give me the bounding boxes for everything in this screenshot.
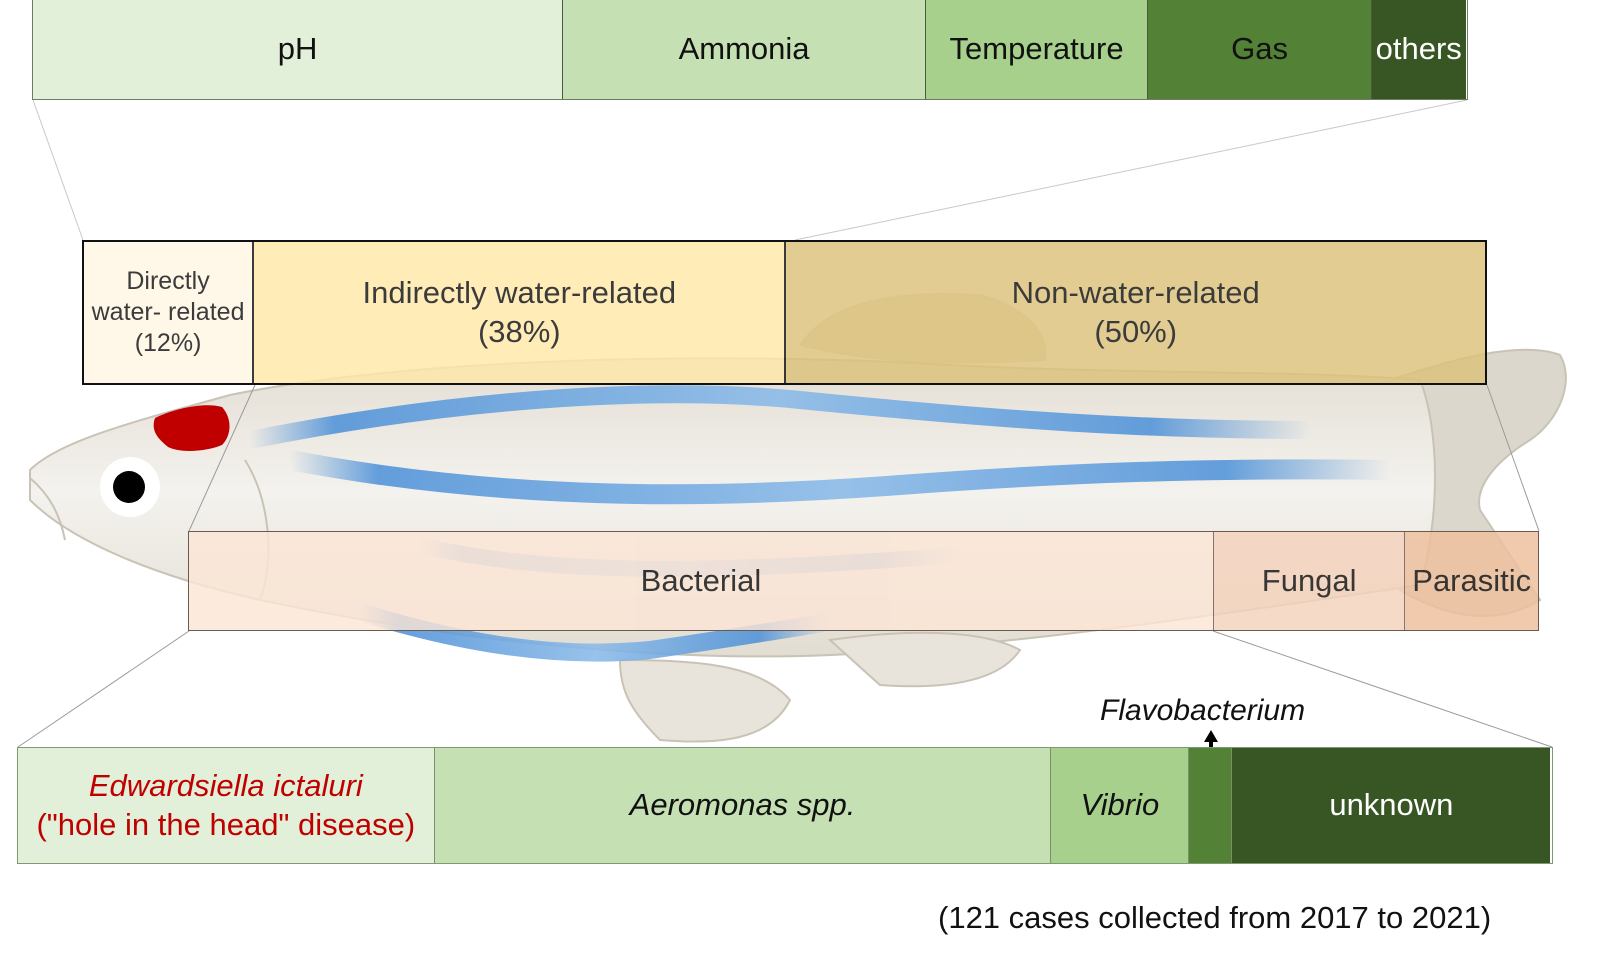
stripe-middle (280, 450, 1400, 505)
case-count-footnote: (121 cases collected from 2017 to 2021) (938, 900, 1492, 935)
head-lesion-icon (153, 405, 230, 451)
pelvic-fin (827, 631, 1022, 688)
segment-others: others (1370, 0, 1466, 99)
segment-ammonia: Ammonia (562, 0, 925, 99)
flavobacterium-callout-label: Flavobacterium (1100, 694, 1306, 727)
segment-bacterial: Bacterial (189, 532, 1213, 630)
water-parameters-bar: pH Ammonia Temperature Gas others (32, 0, 1468, 100)
stripe-lower (351, 603, 839, 662)
segment-aeromonas: Aeromonas spp. (433, 748, 1051, 863)
anal-fin (618, 658, 792, 743)
segment-parasitic: Parasitic (1404, 532, 1538, 630)
stripe-upper (241, 385, 1319, 449)
segment-flavobacterium (1188, 748, 1232, 863)
segment-non-water-related: Non-water-related (50%) (784, 242, 1485, 383)
main-category-bar: Directly water- related (12%) Indirectly… (82, 240, 1487, 385)
segment-ph: pH (33, 0, 563, 99)
segment-temperature: Temperature (924, 0, 1148, 99)
segment-directly-water-related: Directly water- related (12%) (84, 242, 253, 383)
segment-indirectly-water-related: Indirectly water-related (38%) (252, 242, 785, 383)
disease-type-bar: Bacterial Fungal Parasitic (188, 531, 1539, 631)
segment-gas: Gas (1147, 0, 1371, 99)
segment-edwardsiella-ictaluri: Edwardsiella ictaluri ("hole in the head… (18, 748, 434, 863)
bacterial-pathogen-bar: Edwardsiella ictaluri ("hole in the head… (17, 747, 1553, 864)
segment-vibrio: Vibrio (1050, 748, 1189, 863)
segment-unknown: unknown (1231, 748, 1551, 863)
segment-fungal: Fungal (1212, 532, 1405, 630)
